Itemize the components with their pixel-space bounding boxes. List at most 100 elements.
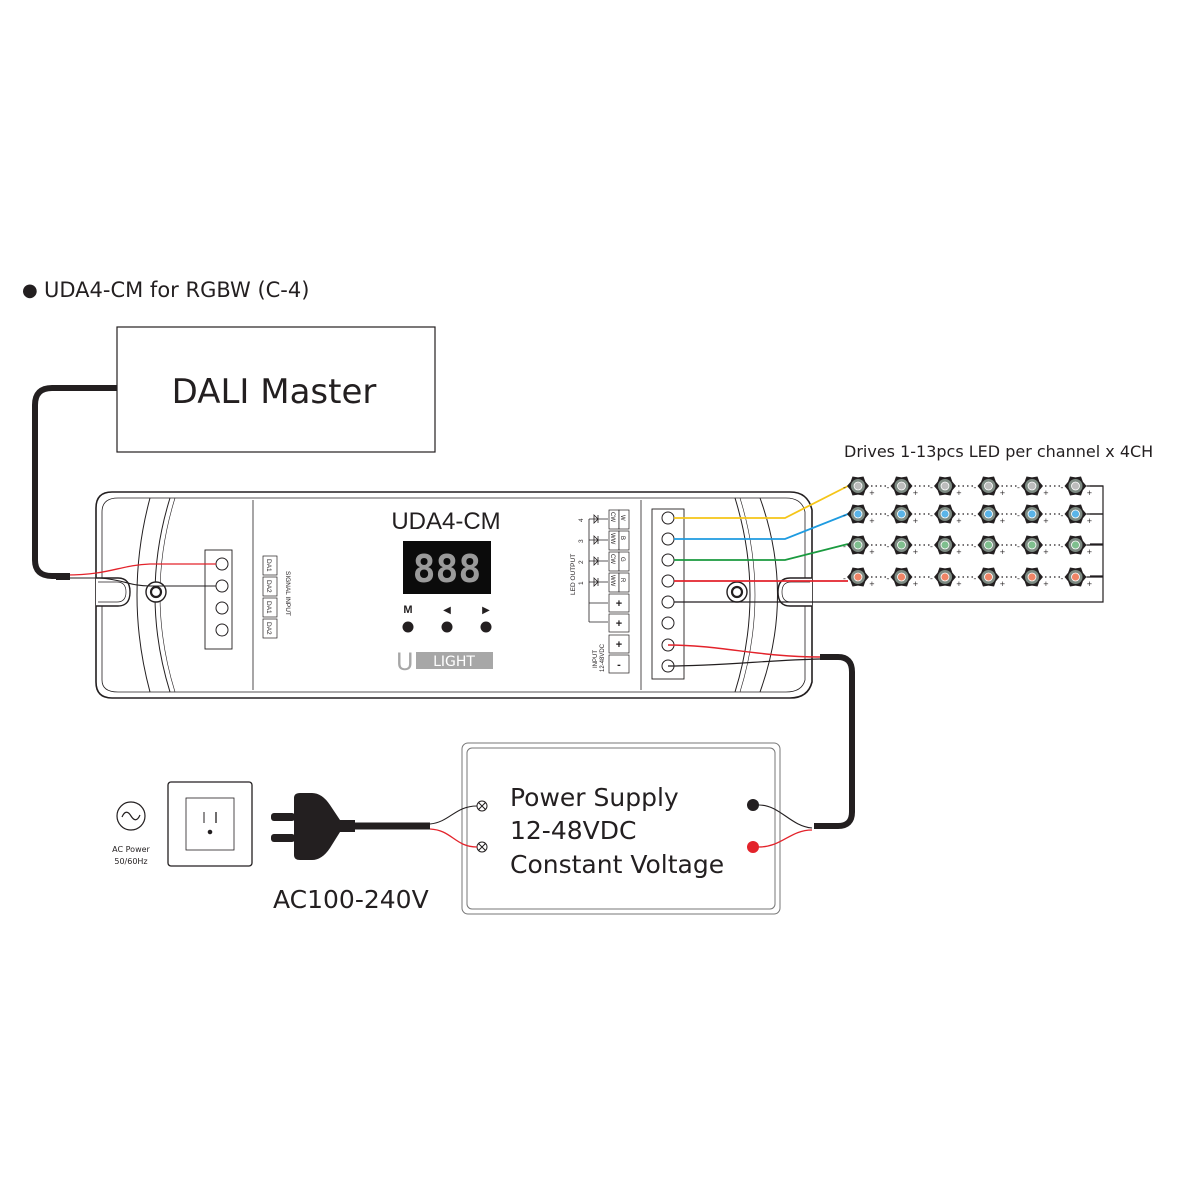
seven-segment-display: 888 xyxy=(403,541,491,594)
channel-2-top: CW xyxy=(609,554,615,564)
ac-source-label-1: AC Power xyxy=(112,845,150,854)
ac-voltage-label: AC100-240V xyxy=(273,885,429,914)
terminal-out-common-1[interactable] xyxy=(661,595,675,609)
led-minus-mark: - xyxy=(930,483,933,492)
terminal-out-r[interactable] xyxy=(661,574,675,588)
heading-text: UDA4-CM for RGBW (C-4) xyxy=(44,278,309,302)
terminal-da1-a[interactable] xyxy=(215,557,229,571)
led-minus-mark: - xyxy=(887,511,890,520)
terminal-out-w[interactable] xyxy=(661,511,675,525)
led-plus-mark: + xyxy=(913,580,919,588)
signal-input-labels: DA1 DA2 DA1 DA2 SIGNAL INPUT xyxy=(262,555,291,639)
led-b-5: -+ xyxy=(1017,504,1063,525)
common-plus-2: + xyxy=(616,618,622,630)
channel-num-1: 1 xyxy=(578,581,585,585)
led-plus-mark: + xyxy=(913,489,919,497)
psu-line-2: 12-48VDC xyxy=(510,816,636,845)
led-r-3: -+ xyxy=(930,567,976,588)
led-minus-mark: - xyxy=(1061,542,1064,551)
led-b-6: -+ xyxy=(1061,504,1103,525)
led-r-1: -+ xyxy=(843,567,889,588)
led-plus-mark: + xyxy=(1087,548,1093,556)
led-minus-mark: - xyxy=(930,574,933,583)
psu-dc-positive[interactable] xyxy=(747,841,759,853)
psu-dc-red-lead xyxy=(758,829,813,848)
terminal-da2-b[interactable] xyxy=(215,623,229,637)
dali-bus-cable xyxy=(32,385,117,579)
button-right-label: ▶ xyxy=(482,605,490,616)
signal-input-title: SIGNAL INPUT xyxy=(284,571,291,616)
led-g-2: -+ xyxy=(887,535,932,556)
led-output-labels: LED OUTPUT 4 3 2 1 CW W WW B xyxy=(570,509,630,674)
controller-housing xyxy=(95,491,813,699)
led-w-5: -+ xyxy=(1017,476,1063,497)
input-minus: - xyxy=(617,659,621,671)
led-g-5: -+ xyxy=(1017,535,1063,556)
controller-model-label: UDA4-CM xyxy=(391,508,500,535)
led-plus-mark: + xyxy=(1043,517,1049,525)
led-b-4: -+ xyxy=(974,504,1019,525)
led-minus-mark: - xyxy=(974,574,977,583)
signal-label-1: DA2 xyxy=(265,580,272,593)
dali-wire-red xyxy=(65,563,216,576)
led-w-6: -+ xyxy=(1061,476,1103,497)
led-minus-mark: - xyxy=(930,542,933,551)
led-minus-mark: - xyxy=(930,511,933,520)
wire-channel-b xyxy=(674,513,849,540)
common-plus-1: + xyxy=(616,598,622,610)
led-plus-mark: + xyxy=(956,517,962,525)
led-plus-mark: + xyxy=(869,489,875,497)
terminal-out-b[interactable] xyxy=(661,532,675,546)
led-array-caption: Drives 1-13pcs LED per channel x 4CH xyxy=(844,442,1153,461)
terminal-out-common-2[interactable] xyxy=(661,616,675,630)
terminal-da1-b[interactable] xyxy=(215,601,229,615)
led-g-1: -+ xyxy=(843,535,889,556)
input-range: 12-48VDC xyxy=(600,643,606,672)
terminal-da2-a[interactable] xyxy=(215,579,229,593)
led-minus-mark: - xyxy=(887,542,890,551)
led-plus-mark: + xyxy=(1000,548,1006,556)
ac-source-label-2: 50/60Hz xyxy=(114,857,147,866)
led-minus-mark: - xyxy=(843,542,846,551)
wall-outlet-icon xyxy=(167,781,253,867)
left-mount-slot xyxy=(96,577,131,607)
heading-bullet: ● xyxy=(22,280,38,301)
channel-3-top: WW xyxy=(609,533,615,545)
wire-channel-w xyxy=(674,485,849,519)
channel-num-2: 2 xyxy=(578,560,585,564)
led-minus-mark: - xyxy=(974,483,977,492)
left-screw xyxy=(145,581,167,603)
ac-plug xyxy=(271,793,355,860)
led-minus-mark: - xyxy=(1061,483,1064,492)
led-plus-mark: + xyxy=(1043,580,1049,588)
button-right[interactable] xyxy=(480,621,492,633)
channel-3-bottom: B xyxy=(619,536,625,540)
ac-wire-red xyxy=(429,828,478,848)
signal-terminal-block xyxy=(204,549,233,650)
led-minus-mark: - xyxy=(1017,483,1020,492)
button-m[interactable] xyxy=(402,621,414,633)
channel-4-bottom: W xyxy=(619,515,625,521)
led-w-4: -+ xyxy=(974,476,1019,497)
right-mount-slot xyxy=(777,577,812,607)
psu-line-1: Power Supply xyxy=(510,783,679,812)
input-title: INPUT xyxy=(593,650,599,668)
led-minus-mark: - xyxy=(1017,574,1020,583)
dali-master-box: DALI Master xyxy=(116,326,436,453)
input-plus: + xyxy=(616,639,622,651)
button-left[interactable] xyxy=(441,621,453,633)
led-minus-mark: - xyxy=(887,483,890,492)
led-plus-mark: + xyxy=(1043,548,1049,556)
psu-dc-negative[interactable] xyxy=(747,799,759,811)
led-plus-mark: + xyxy=(956,580,962,588)
terminal-out-g[interactable] xyxy=(661,553,675,567)
led-minus-mark: - xyxy=(1061,511,1064,520)
led-r-2: -+ xyxy=(887,567,932,588)
led-r-4: -+ xyxy=(974,567,1019,588)
led-plus-mark: + xyxy=(956,548,962,556)
led-g-4: -+ xyxy=(974,535,1019,556)
led-plus-mark: + xyxy=(956,489,962,497)
led-plus-mark: + xyxy=(913,548,919,556)
led-minus-mark: - xyxy=(843,574,846,583)
